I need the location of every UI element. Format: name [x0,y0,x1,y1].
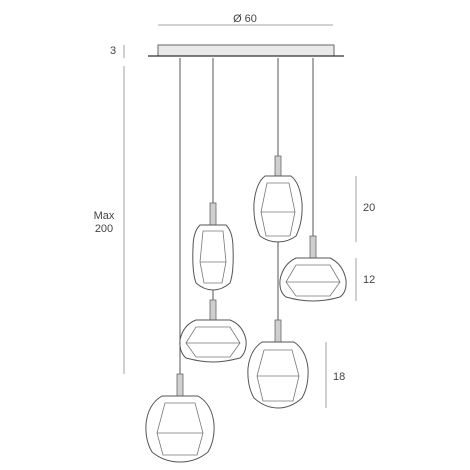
canopy [148,44,344,57]
shade-tall-height-dimension: 20 [355,176,375,242]
max-drop-dimension: Max 200 [94,66,125,374]
pendant-shade-wide-right [279,235,347,302]
socket [274,319,282,343]
canopy-height-dimension: 3 [110,45,125,58]
shade-tall-height-label: 20 [363,202,375,214]
max-drop-label-line2: 200 [95,223,113,235]
max-drop-label-line1: Max [94,210,115,222]
socket [274,155,282,177]
socket [309,235,317,259]
socket [209,202,217,226]
shade-round-height-dimension: 18 [325,342,345,408]
socket [209,299,217,321]
shade-round-height-label: 18 [333,371,345,383]
canopy-diameter-dimension: Ø 60 [158,13,333,26]
canopy-height-label: 3 [110,45,116,57]
pendant-shade-wide-left [179,299,247,363]
pendant-shade-bottom [145,373,215,463]
socket [176,373,184,397]
shade-wide-height-label: 12 [363,274,375,286]
suspension-cords [179,58,314,376]
shade-wide-height-dimension: 12 [355,258,375,301]
pendant-shade-tall-right [253,155,303,243]
canopy-diameter-label: Ø 60 [233,13,257,25]
canopy-plate [157,44,335,57]
pendant-shade-tall-left [192,202,234,291]
pendant-shade-round [247,319,309,409]
